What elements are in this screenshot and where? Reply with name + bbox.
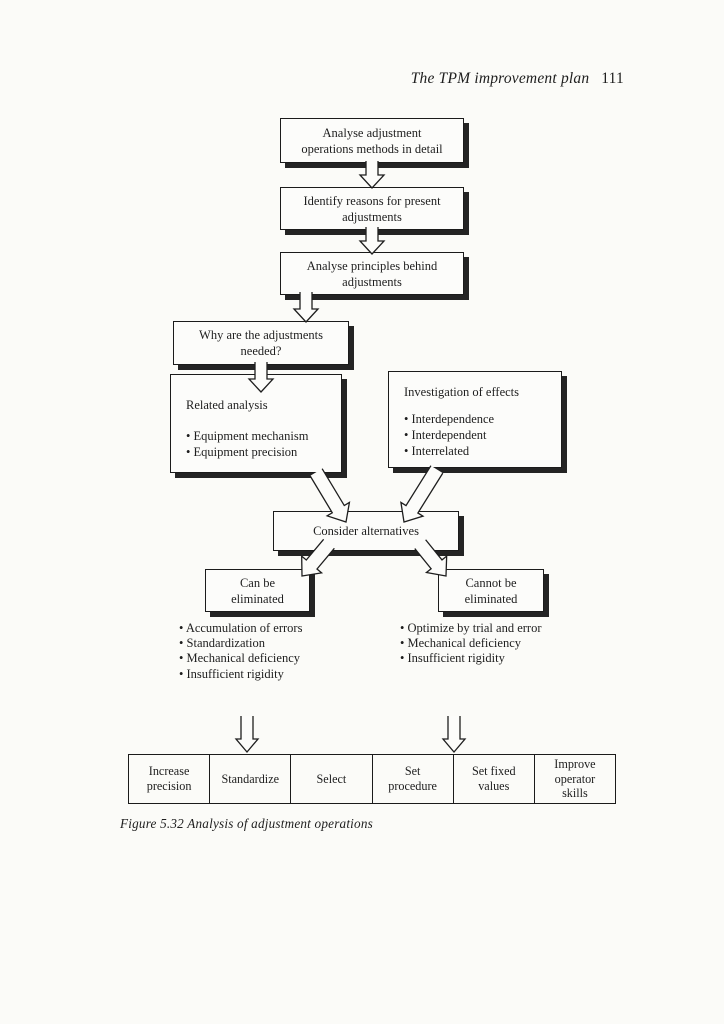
arrow-down-icon <box>358 227 386 255</box>
bullet-item: Equipment mechanism <box>186 428 335 444</box>
note-item: Mechanical deficiency <box>179 651 302 666</box>
page-header: The TPM improvement plan 111 <box>400 70 624 88</box>
bullet-item: Equipment precision <box>186 444 335 460</box>
can-eliminate-notes: Accumulation of errors Standardization M… <box>179 621 303 682</box>
arrow-down-icon <box>234 716 260 754</box>
flow-box-analyse-principles: Analyse principles behind adjustments <box>280 252 464 295</box>
page-number: 111 <box>601 70 624 87</box>
action-row-table: Increase precision Standardize Select Se… <box>128 754 616 804</box>
flow-box-can-be-eliminated: Can be eliminated <box>205 569 310 612</box>
arrow-down-icon <box>358 161 386 189</box>
cannot-eliminate-notes: Optimize by trial and error Mechanical d… <box>400 621 542 667</box>
running-head-title: The TPM improvement plan <box>410 70 590 87</box>
action-cell-set-fixed-values: Set fixed values <box>452 755 534 803</box>
bullet-item: Interdependent <box>404 427 555 443</box>
related-analysis-bullets: Equipment mechanism Equipment precision <box>186 428 335 460</box>
note-item: Mechanical deficiency <box>400 636 542 651</box>
bullet-item: Interrelated <box>404 443 555 459</box>
note-item: Accumulation of errors <box>179 621 303 636</box>
flow-box-analyse-methods: Analyse adjustment operations methods in… <box>280 118 464 163</box>
action-cell-select: Select <box>290 755 371 803</box>
investigation-effects-bullets: Interdependence Interdependent Interrela… <box>404 411 555 459</box>
flow-box-why-adjustments: Why are the adjustments needed? <box>173 321 349 365</box>
action-cell-standardize: Standardize <box>209 755 290 803</box>
bullet-item: Interdependence <box>404 411 555 427</box>
action-cell-improve-operator-skills: Improve operator skills <box>533 755 615 803</box>
note-item: Standardization <box>179 636 302 651</box>
action-cell-increase-precision: Increase precision <box>146 764 192 793</box>
action-cell-set-procedure: Set procedure <box>371 755 453 803</box>
flow-box-consider-alternatives: Consider alternatives <box>273 511 459 551</box>
arrow-down-icon <box>441 716 467 754</box>
flow-panel-related-analysis: Related analysis Equipment mechanism Equ… <box>170 374 342 473</box>
flow-box-identify-reasons: Identify reasons for present adjustments <box>280 187 464 230</box>
figure-caption: Figure 5.32 Analysis of adjustment opera… <box>120 816 373 831</box>
flow-panel-investigation-effects: Investigation of effects Interdependence… <box>388 371 562 468</box>
arrow-down-icon <box>292 292 320 323</box>
note-item: Insufficient rigidity <box>179 667 302 682</box>
note-item: Optimize by trial and error <box>400 621 542 636</box>
flow-box-cannot-be-eliminated: Cannot be eliminated <box>438 569 544 612</box>
related-analysis-title: Related analysis <box>186 398 268 412</box>
note-item: Insufficient rigidity <box>400 651 542 666</box>
investigation-effects-title: Investigation of effects <box>404 385 520 399</box>
